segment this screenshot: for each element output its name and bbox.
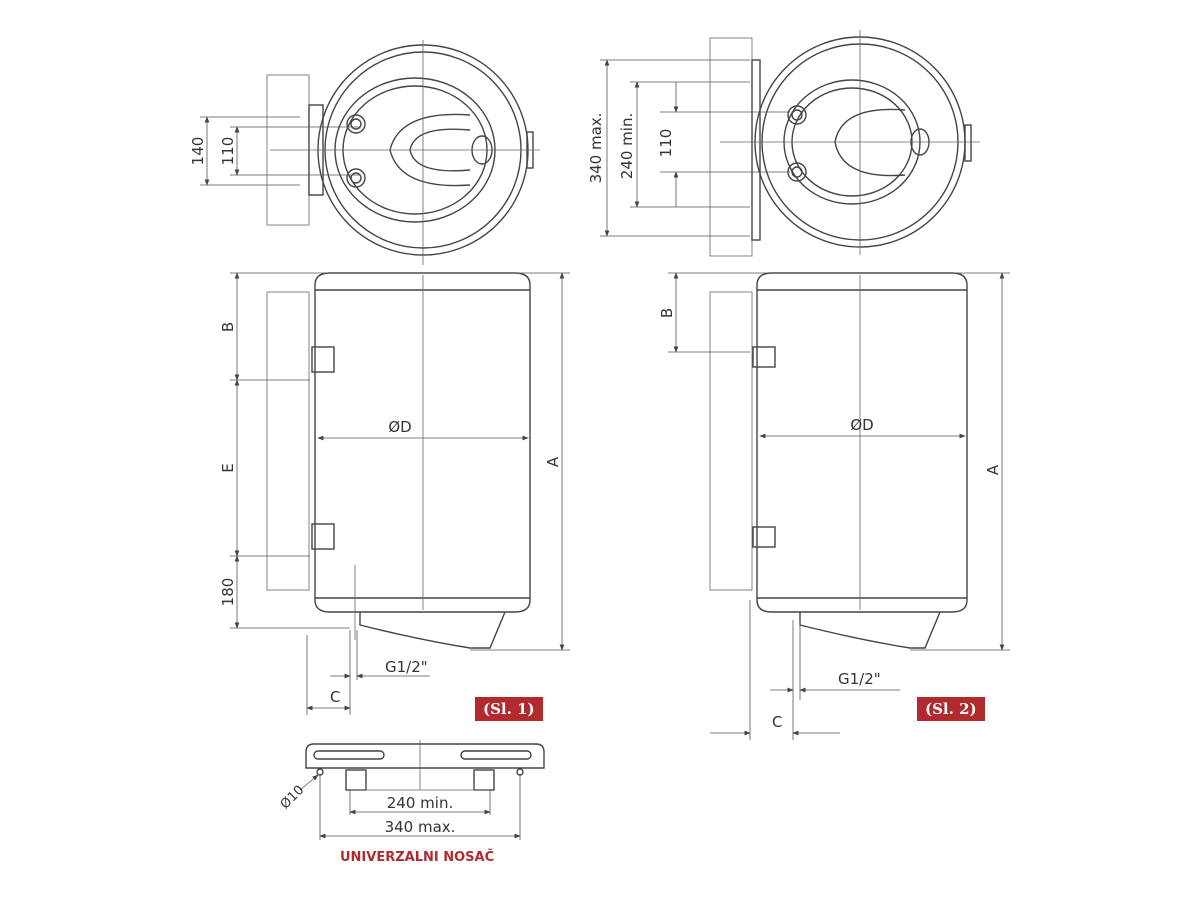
dim-C: C: [772, 713, 782, 731]
dim-240-min: 240 min.: [618, 113, 636, 179]
fig1-top-view: 140 110: [189, 40, 540, 265]
fig2-side-view: B A ØD G1/2" C: [658, 272, 1010, 740]
dim-A: A: [544, 456, 562, 467]
dim-C: C: [330, 688, 340, 706]
dim-110: 110: [219, 137, 237, 166]
figure2-badge: (Sl. 2): [917, 697, 985, 721]
fig2-top-view: 340 max. 240 min. 110: [587, 30, 980, 257]
dim-D: ØD: [850, 416, 873, 434]
dim-G: G1/2": [385, 658, 428, 676]
dim-B: B: [219, 322, 237, 332]
dim-B: B: [658, 308, 676, 318]
dim-240-min: 240 min.: [387, 794, 453, 812]
fig1-side-view: B E 180 A ØD G1/2" C: [219, 272, 570, 715]
dim-340-max: 340 max.: [385, 818, 456, 836]
bracket-caption: UNIVERZALNI NOSAČ: [340, 850, 495, 865]
dim-E: E: [219, 463, 237, 472]
dim-140: 140: [189, 137, 207, 166]
dim-A: A: [984, 464, 1002, 475]
figure1-badge: (Sl. 1): [475, 697, 543, 721]
dim-110: 110: [657, 129, 675, 158]
dim-D: ØD: [388, 418, 411, 436]
universal-bracket: Ø10 240 min. 340 max.: [278, 740, 545, 840]
dim-G: G1/2": [838, 670, 881, 688]
dim-180: 180: [219, 578, 237, 607]
dim-340-max: 340 max.: [587, 113, 605, 184]
